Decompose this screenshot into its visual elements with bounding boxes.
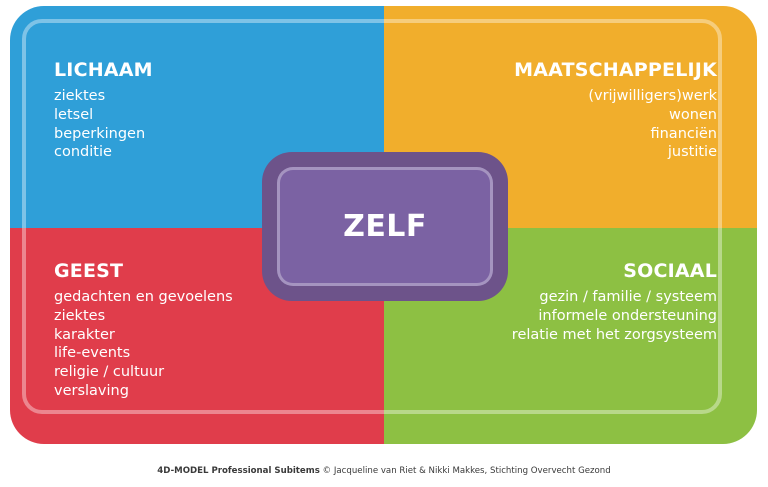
quadrant-sociaal: SOCIAAL gezin / familie / systeem informe…	[512, 260, 717, 344]
quadrant-item: gezin / familie / systeem	[539, 289, 717, 305]
quadrant-item: religie / cultuur	[54, 364, 165, 381]
quadrant-geest: GEEST gedachten en gevoelens ziektes karak…	[54, 260, 233, 401]
quadrant-item: wonen	[668, 106, 717, 123]
quadrant-title: GEEST	[54, 260, 124, 282]
quadrant-item: karakter	[54, 326, 115, 343]
quadrant-item: (vrijwilligers)werk	[588, 88, 717, 104]
quadrant-item: relatie met het zorgsysteem	[511, 326, 717, 343]
caption-model-name: 4D-MODEL Professional Subitems	[157, 466, 320, 476]
quadrant-title: MAATSCHAPPELIJK	[514, 59, 717, 81]
quadrant-item-list: ziektes letsel beperkingen conditie	[54, 87, 153, 162]
quadrant-title: SOCIAAL	[623, 260, 717, 282]
quadrant-item: conditie	[54, 144, 112, 161]
quadrant-title: LICHAAM	[54, 59, 153, 81]
zelf-box: ZELF	[277, 167, 493, 286]
four-d-model-diagram	[10, 6, 757, 444]
quadrant-item: informele ondersteuning	[538, 307, 717, 324]
zelf-label: ZELF	[343, 209, 427, 244]
quadrant-item: financiën	[650, 125, 717, 142]
quadrant-item: beperkingen	[54, 125, 146, 142]
quadrant-item: gedachten en gevoelens	[54, 289, 233, 305]
copyright-caption: 4D-MODEL Professional Subitems © Jacquel…	[0, 466, 768, 476]
quadrant-item-list: gedachten en gevoelens ziektes karakter lif…	[54, 288, 233, 401]
quadrant-item: ziektes	[54, 88, 106, 104]
quadrant-item: verslaving	[54, 382, 129, 399]
quadrant-item: ziektes	[54, 307, 106, 324]
quadrant-item: letsel	[54, 106, 94, 123]
quadrant-maatschappelijk: MAATSCHAPPELIJK (vrijwilligers)werk wonen…	[514, 59, 717, 162]
quadrant-item-list: (vrijwilligers)werk wonen financiën justiti…	[514, 87, 717, 162]
quadrant-item: life-events	[54, 345, 131, 362]
quadrant-item: justitie	[667, 144, 717, 161]
caption-credits: © Jacqueline van Riet & Nikki Makkes, St…	[319, 466, 611, 476]
quadrant-lichaam: LICHAAM ziektes letsel beperkingen conditie	[54, 59, 153, 162]
quadrant-item-list: gezin / familie / systeem informele onder…	[512, 288, 717, 344]
